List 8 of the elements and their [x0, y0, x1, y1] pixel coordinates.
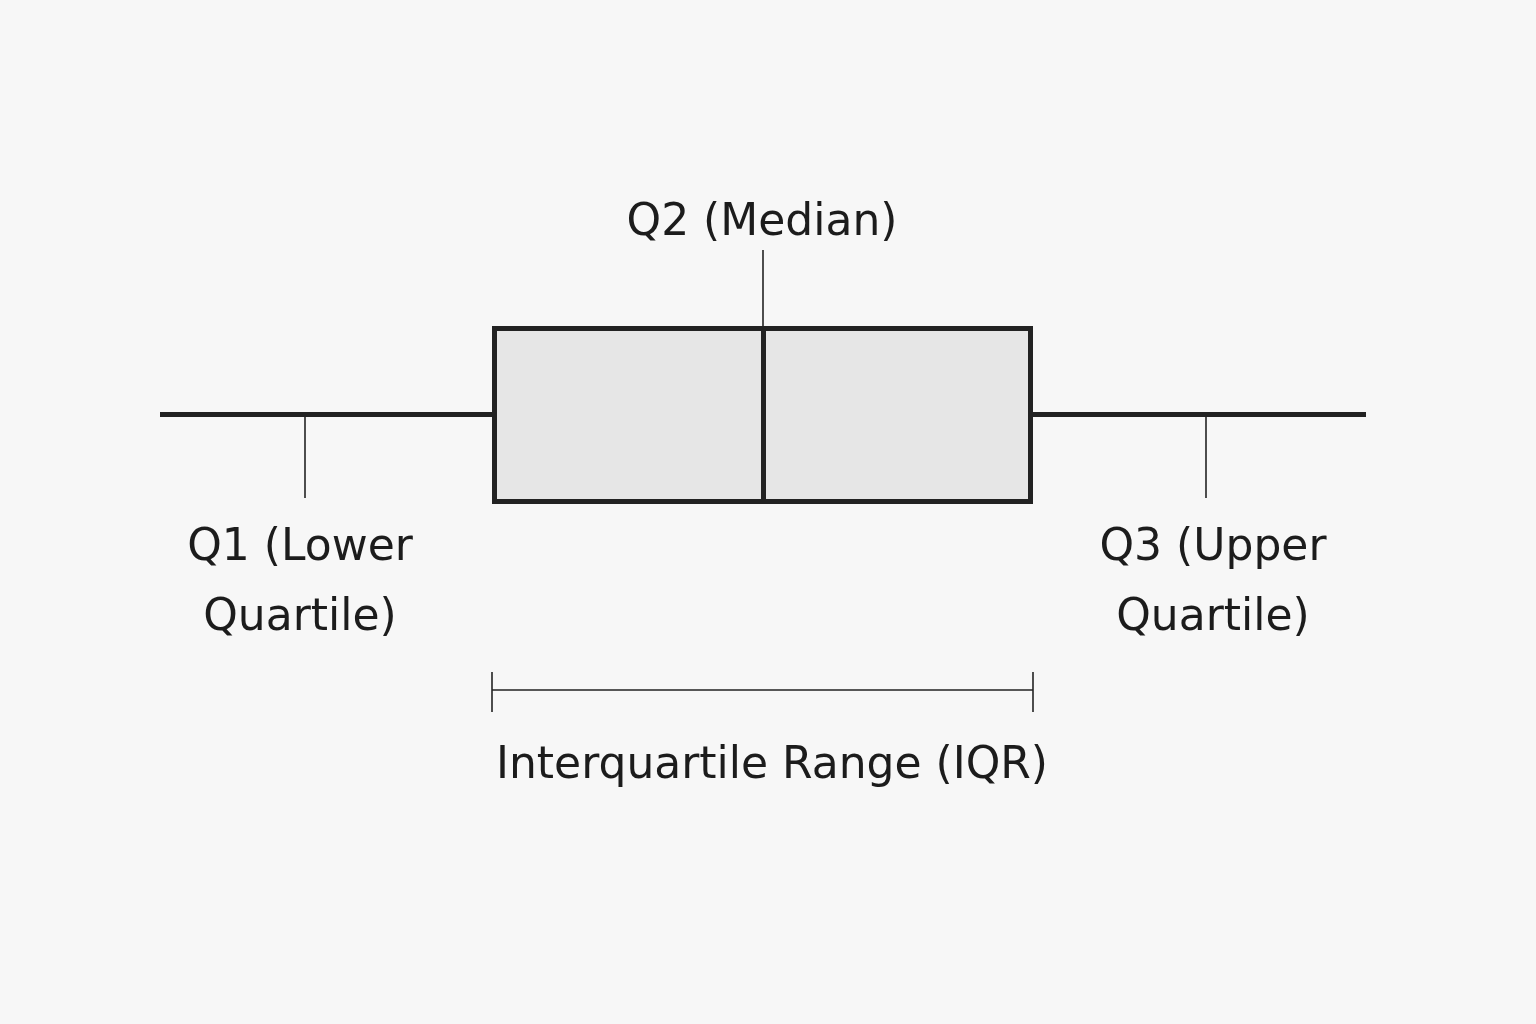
- quartile-label: Q1 (Lower Quartile): [186, 518, 414, 642]
- leader-line: [762, 249, 764, 327]
- box-plot-box: [492, 326, 1033, 504]
- range-label: Interquartile Range (IQR): [495, 736, 1049, 790]
- quartile-label: Q2 (Median): [626, 193, 898, 247]
- leader-line: [1205, 415, 1207, 499]
- leader-line: [304, 415, 306, 499]
- quartile-label: Q3 (Upper Quartile): [1098, 518, 1328, 642]
